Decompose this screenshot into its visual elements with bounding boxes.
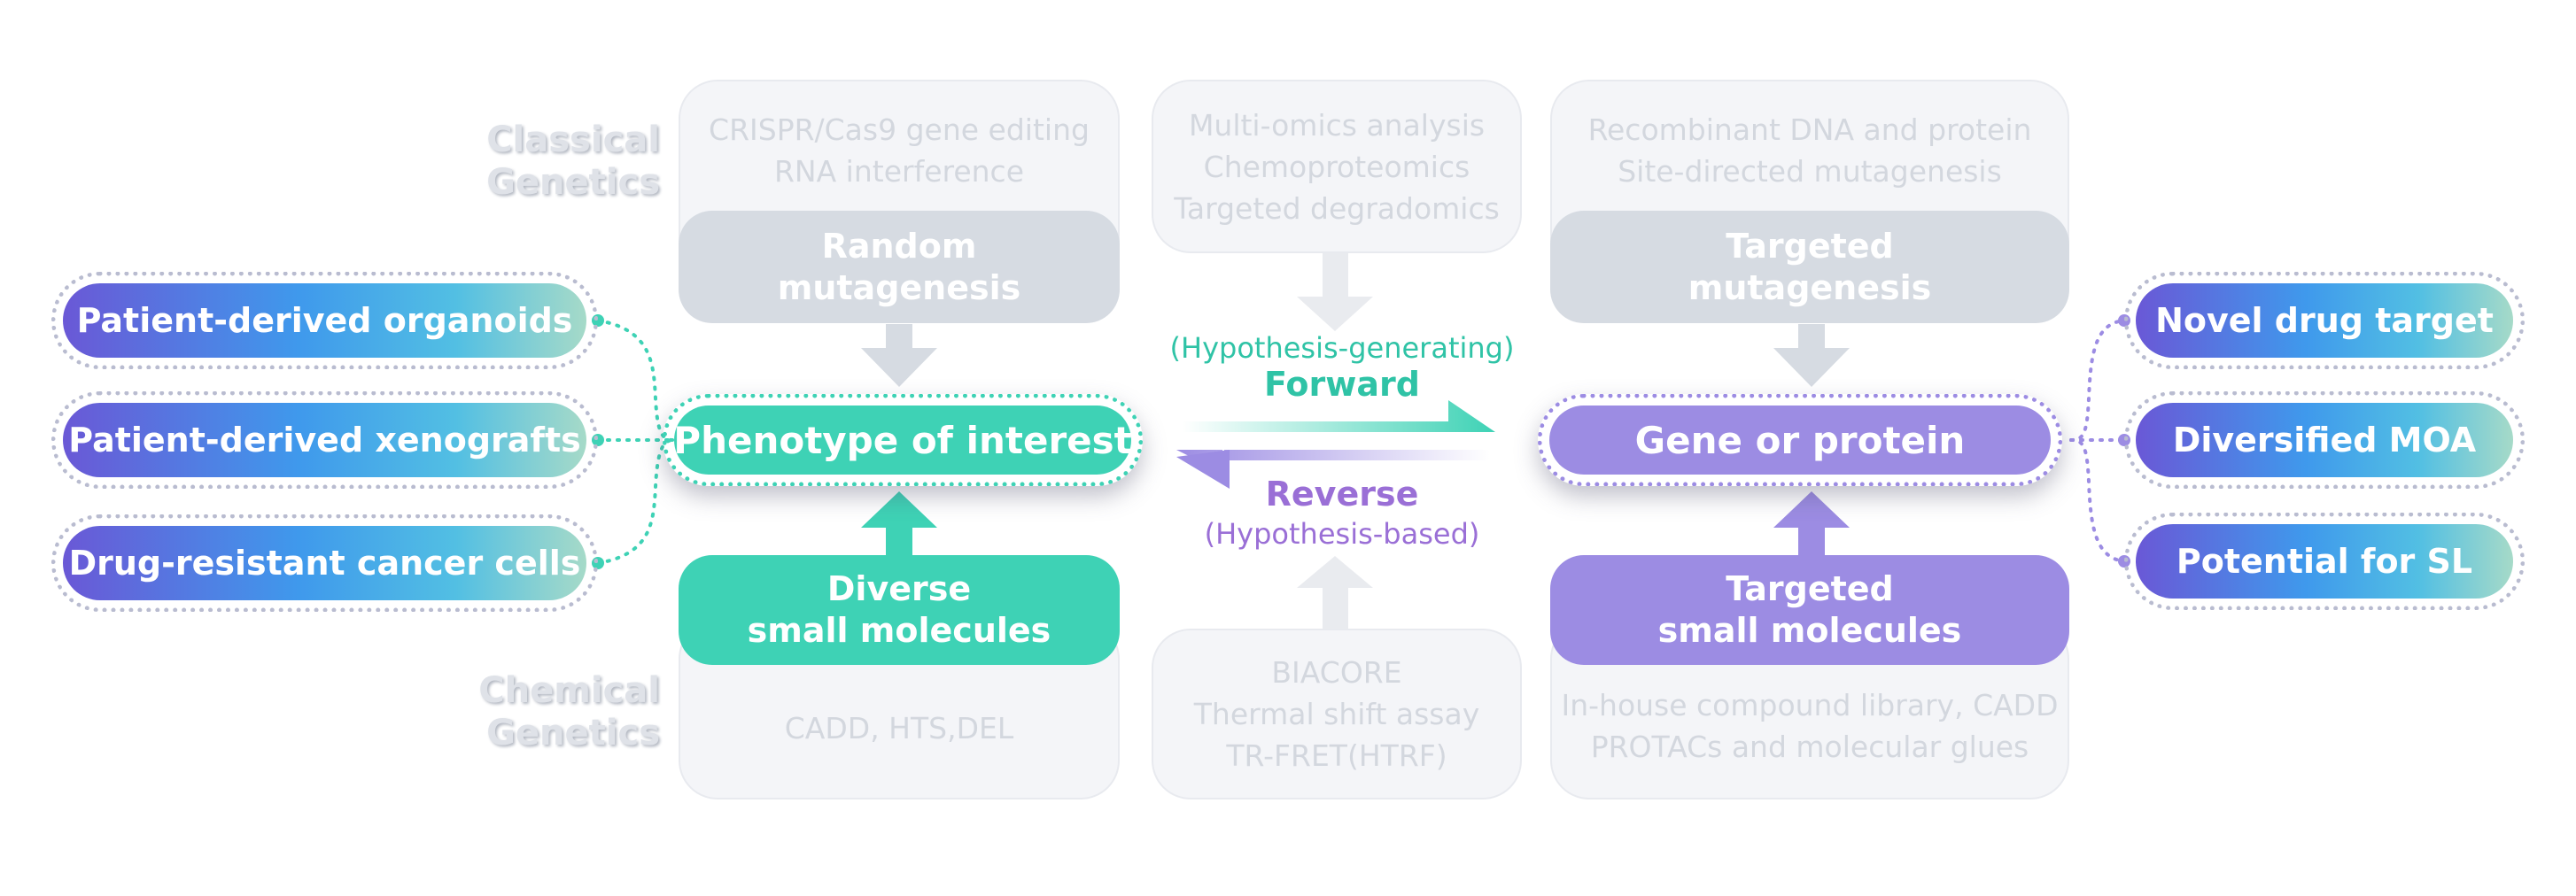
- arrow-down-random: [861, 324, 937, 387]
- classical-label-line1: Classical: [486, 120, 660, 160]
- panel-chemical-left-text: CADD, HTS,DEL: [680, 708, 1118, 747]
- gene-protein-label: Gene or protein: [1549, 406, 2051, 475]
- box-line: small molecules: [747, 611, 1051, 650]
- phenotype-node: Phenotype of interest: [663, 394, 1143, 486]
- forward-arrow: [1183, 400, 1495, 432]
- outcome-diversified-moa-label: Diversified MOA: [2136, 403, 2513, 477]
- outcome-novel-target-label: Novel drug target: [2136, 283, 2513, 358]
- targeted-small-molecules-box: Targeted small molecules: [1550, 555, 2069, 665]
- panel-middle-top-text: Multi-omics analysis Chemoproteomics Tar…: [1153, 81, 1520, 251]
- box-line: Targeted: [1726, 226, 1894, 266]
- box-line: Diverse: [826, 569, 972, 608]
- chemical-label-line1: Chemical: [478, 670, 660, 711]
- model-organoids-label: Patient-derived organoids: [63, 283, 586, 358]
- outcome-potential-sl-label: Potential for SL: [2136, 524, 2513, 599]
- arrow-down-targeted: [1773, 324, 1850, 387]
- arrow-up-targeted: [1773, 491, 1850, 555]
- arrow-down-multiomics: [1297, 250, 1373, 331]
- box-line: small molecules: [1657, 611, 1962, 650]
- diverse-small-molecules-box: Diverse small molecules: [679, 555, 1120, 665]
- outcome-novel-target: Novel drug target: [2124, 272, 2525, 369]
- model-xenografts: Patient-derived xenografts: [51, 391, 598, 489]
- reverse-note: (Hypothesis-based): [1204, 517, 1480, 551]
- panel-line: PROTACs and molecular glues: [1590, 730, 2029, 764]
- reverse-arrow-shaft: [1176, 450, 1490, 473]
- panel-middle-top: Multi-omics analysis Chemoproteomics Tar…: [1152, 80, 1522, 253]
- connector-sl: [2069, 438, 2126, 563]
- random-mutagenesis-box: Random mutagenesis: [679, 211, 1120, 323]
- box-line: Targeted: [1726, 569, 1894, 608]
- gene-protein-node: Gene or protein: [1538, 394, 2062, 486]
- connector-resistant: [596, 438, 675, 565]
- box-line: mutagenesis: [777, 267, 1021, 307]
- box-line: Random: [821, 226, 977, 266]
- panel-middle-bottom-text: BIACORE Thermal shift assay TR-FRET(HTRF…: [1153, 630, 1520, 798]
- panel-line: Targeted degradomics: [1174, 190, 1500, 226]
- chemical-label-line2: Genetics: [486, 713, 660, 753]
- panel-line: Site-directed mutagenesis: [1618, 153, 2002, 189]
- forward-note: (Hypothesis-generating): [1169, 331, 1515, 365]
- right-connectors: [2069, 319, 2126, 563]
- outcome-diversified-moa: Diversified MOA: [2124, 391, 2525, 489]
- connector-organoids: [596, 319, 675, 442]
- panel-line: Thermal shift assay: [1193, 697, 1480, 731]
- panel-line: Multi-omics analysis: [1188, 107, 1486, 143]
- box-line: mutagenesis: [1688, 267, 1932, 307]
- reverse-arrow-head: [1176, 450, 1230, 489]
- panel-chemical-right-text: In-house compound library, CADD PROTACs …: [1552, 682, 2068, 770]
- panel-line: BIACORE: [1271, 655, 1402, 690]
- classical-genetics-label: Classical Genetics: [461, 119, 660, 204]
- model-xenografts-label: Patient-derived xenografts: [63, 403, 586, 477]
- classical-label-line2: Genetics: [486, 162, 660, 203]
- panel-classical-right-text: Recombinant DNA and protein Site-directe…: [1552, 81, 2068, 219]
- panel-line: TR-FRET(HTRF): [1226, 738, 1447, 773]
- panel-line: In-house compound library, CADD: [1561, 688, 2059, 722]
- panel-line: CADD, HTS,DEL: [784, 710, 1014, 745]
- arrow-up-biacore: [1297, 556, 1373, 630]
- model-resistant-cells: Drug-resistant cancer cells: [51, 514, 598, 612]
- model-organoids: Patient-derived organoids: [51, 272, 598, 369]
- phenotype-label: Phenotype of interest: [673, 406, 1132, 475]
- panel-classical-left-text: CRISPR/Cas9 gene editing RNA interferenc…: [680, 81, 1118, 219]
- panel-line: Chemoproteomics: [1203, 149, 1470, 184]
- reverse-label: Reverse: [1265, 475, 1419, 514]
- connector-target: [2069, 319, 2126, 442]
- outcome-potential-sl: Potential for SL: [2124, 513, 2525, 610]
- panel-line: RNA interference: [774, 153, 1024, 189]
- panel-line: Recombinant DNA and protein: [1587, 112, 2032, 147]
- forward-label: Forward: [1264, 365, 1420, 404]
- panel-line: CRISPR/Cas9 gene editing: [709, 112, 1090, 147]
- model-resistant-cells-label: Drug-resistant cancer cells: [63, 526, 586, 600]
- arrow-up-diverse: [861, 491, 937, 555]
- panel-middle-bottom: BIACORE Thermal shift assay TR-FRET(HTRF…: [1152, 629, 1522, 799]
- chemical-genetics-label: Chemical Genetics: [461, 669, 660, 754]
- targeted-mutagenesis-box: Targeted mutagenesis: [1550, 211, 2069, 323]
